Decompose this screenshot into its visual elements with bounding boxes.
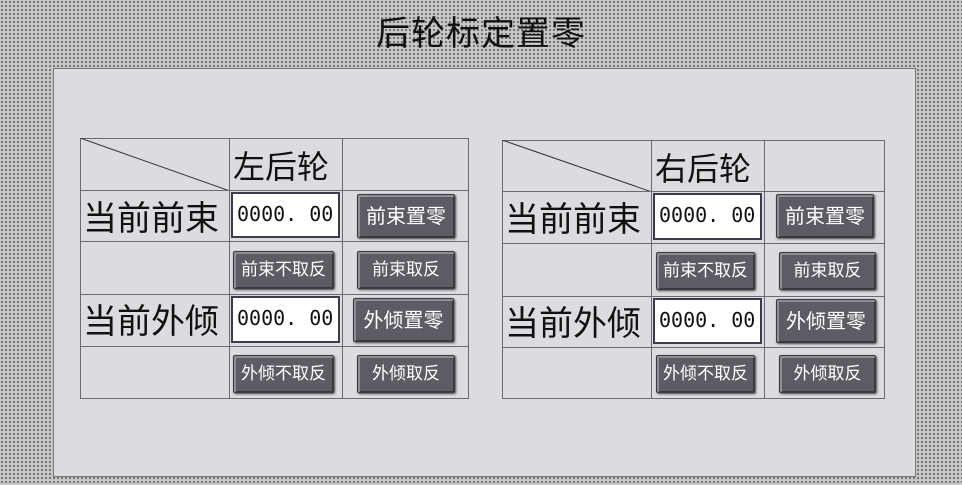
left-camber-no-invert-button[interactable]: 外倾不取反: [233, 355, 334, 393]
left-camber-zero-button[interactable]: 外倾置零: [353, 298, 454, 342]
left-toe-no-invert-button[interactable]: 前束不取反: [233, 251, 334, 289]
right-camber-empty-cell: [502, 347, 652, 399]
left-toe-empty-cell: [80, 241, 230, 295]
left-camber-invert-button[interactable]: 外倾取反: [357, 355, 455, 393]
right-toe-empty-cell: [502, 243, 652, 297]
left-toe-zero-button[interactable]: 前束置零: [357, 194, 455, 238]
left-toe-invert-button[interactable]: 前束取反: [357, 251, 455, 289]
diagonal-line: [80, 138, 230, 191]
left-camber-empty-cell: [80, 346, 230, 399]
right-toe-no-invert-button[interactable]: 前束不取反: [656, 252, 755, 290]
left-empty-header-cell: [342, 138, 469, 191]
right-camber-no-invert-button[interactable]: 外倾不取反: [656, 355, 755, 393]
current-camber-label: 当前外倾: [83, 302, 219, 342]
left-corner-cell: [80, 138, 230, 191]
right-toe-value-field[interactable]: 0000. 00: [653, 193, 762, 240]
diagonal-line: [502, 140, 652, 192]
current-toe-label: 当前前束: [83, 199, 219, 239]
right-corner-cell: [502, 140, 652, 192]
right-toe-zero-button[interactable]: 前束置零: [776, 194, 874, 238]
page-title: 后轮标定置零: [376, 14, 586, 54]
left-camber-value-field[interactable]: 0000. 00: [231, 296, 340, 343]
current-toe-label: 当前前束: [505, 200, 641, 240]
right-camber-zero-button[interactable]: 外倾置零: [776, 299, 876, 343]
right-empty-header-cell: [764, 140, 885, 192]
right-toe-label-cell: 当前前束: [502, 191, 652, 244]
right-camber-value-field[interactable]: 0000. 00: [653, 298, 762, 344]
left-toe-label-cell: 当前前束: [80, 190, 230, 242]
right-toe-invert-button[interactable]: 前束取反: [779, 252, 876, 290]
right-header-cell: 右后轮: [651, 140, 765, 192]
left-header-cell: 左后轮: [229, 138, 343, 191]
left-camber-label-cell: 当前外倾: [80, 294, 230, 347]
left-toe-value-field[interactable]: 0000. 00: [231, 192, 340, 238]
left-wheel-header: 左后轮: [233, 148, 330, 186]
right-wheel-header: 右后轮: [655, 150, 752, 188]
current-camber-label: 当前外倾: [505, 304, 641, 344]
right-camber-label-cell: 当前外倾: [502, 296, 652, 348]
right-camber-invert-button[interactable]: 外倾取反: [779, 355, 876, 393]
